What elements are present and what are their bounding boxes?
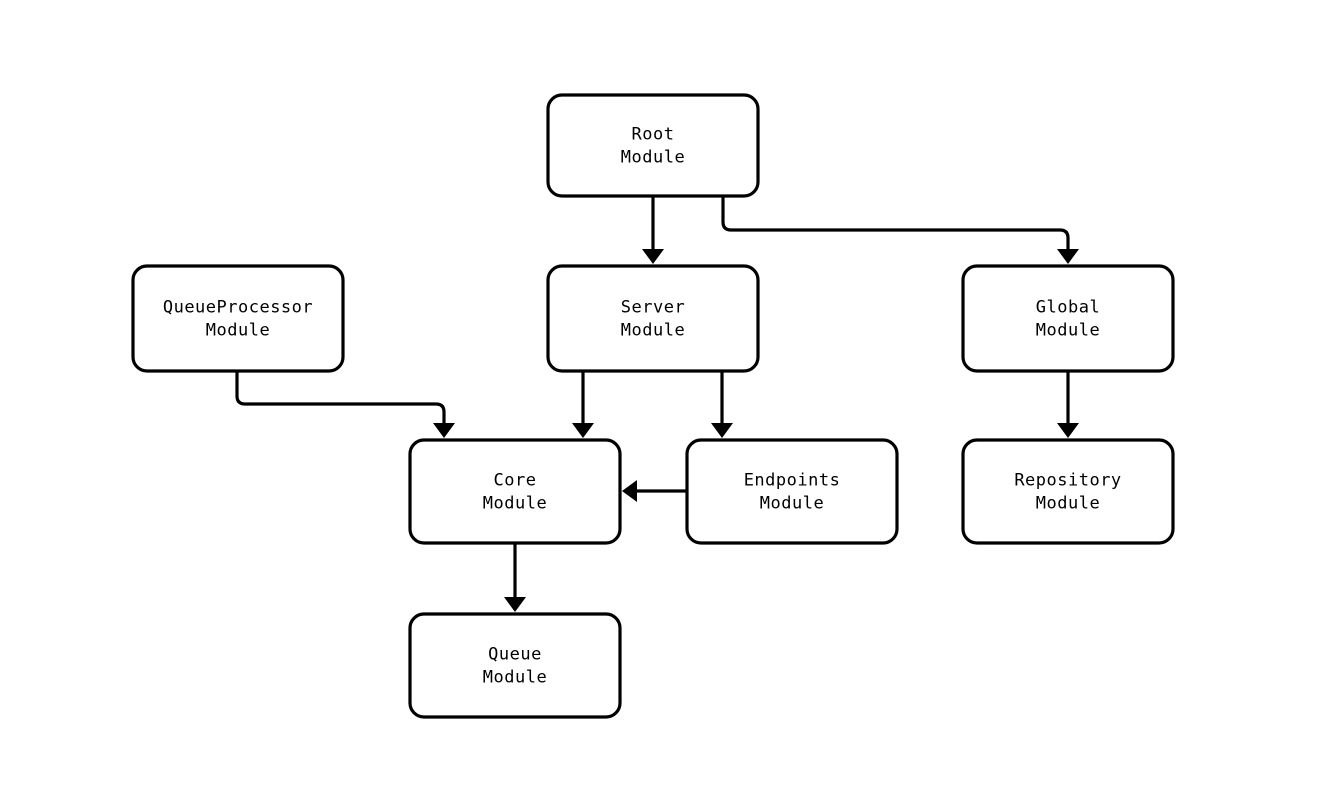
edge-core-to-queue: [504, 543, 526, 612]
edge-queueprocessor-to-core-line: [235, 371, 446, 424]
edge-root-to-server-arrowhead-icon: [642, 249, 664, 264]
repository-module-label-line1: Repository: [1014, 471, 1121, 491]
edge-endpoints-to-core-arrowhead-icon: [622, 480, 637, 502]
core-module-label-line2: Module: [483, 494, 547, 514]
edge-server-to-core-arrowhead-icon: [572, 423, 594, 438]
edges-layer: [235, 196, 1079, 612]
edge-global-to-repository-arrowhead-icon: [1057, 423, 1079, 438]
root-module-label-line1: Root: [632, 125, 675, 145]
server-module-label-line2: Module: [621, 321, 685, 341]
repository-module-label-line2: Module: [1036, 494, 1100, 514]
edge-global-to-repository: [1057, 371, 1079, 438]
root-module-label-line2: Module: [621, 148, 685, 168]
queue-module-box[interactable]: [408, 612, 622, 719]
core-module-box[interactable]: [408, 438, 622, 545]
queueprocessor-module-label-line1: QueueProcessor: [163, 298, 313, 318]
edge-root-to-global-arrowhead-icon: [1057, 249, 1079, 264]
global-module-box[interactable]: [961, 264, 1175, 373]
endpoints-module-label-line2: Module: [760, 494, 824, 514]
queue-module-label-line2: Module: [483, 668, 547, 688]
global-module-label-line2: Module: [1036, 321, 1100, 341]
edge-core-to-queue-arrowhead-icon: [504, 597, 526, 612]
server-module-label-line1: Server: [621, 298, 685, 318]
edge-server-to-endpoints: [711, 371, 733, 438]
edge-root-to-server: [642, 196, 664, 264]
edge-server-to-endpoints-arrowhead-icon: [711, 423, 733, 438]
edge-root-to-global: [721, 196, 1079, 264]
edge-server-to-core: [572, 371, 594, 438]
global-module-label-line1: Global: [1036, 298, 1100, 318]
server-module-box[interactable]: [546, 264, 760, 373]
root-module-box[interactable]: [546, 93, 760, 198]
edge-queueprocessor-to-core-arrowhead-icon: [433, 423, 455, 438]
edge-root-to-global-line: [721, 196, 1070, 250]
core-module-label-line1: Core: [494, 471, 537, 491]
edge-queueprocessor-to-core: [235, 371, 455, 438]
repository-module-box[interactable]: [961, 438, 1175, 545]
queueprocessor-module-label-line2: Module: [206, 321, 270, 341]
queueprocessor-module-box[interactable]: [131, 264, 345, 373]
edge-endpoints-to-core: [622, 480, 687, 502]
nodes-layer: RootModuleQueueProcessorModuleServerModu…: [131, 93, 1175, 719]
endpoints-module-box[interactable]: [685, 438, 899, 545]
endpoints-module-label-line1: Endpoints: [744, 471, 841, 491]
queue-module-label-line1: Queue: [488, 645, 542, 665]
